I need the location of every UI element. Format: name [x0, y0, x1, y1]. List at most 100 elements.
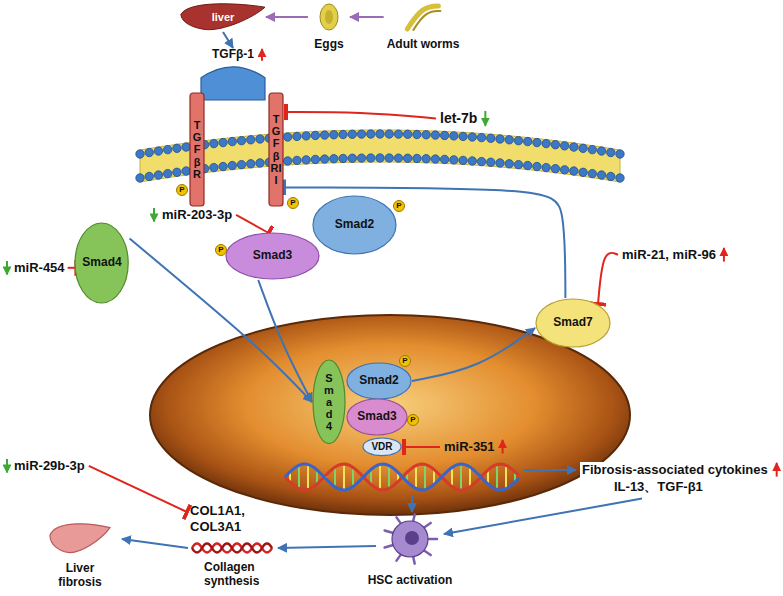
lipid-head	[597, 171, 605, 179]
lipid-head	[357, 130, 365, 138]
dna-rung	[307, 464, 309, 489]
collagen-strand	[192, 544, 272, 553]
inhibition-line	[236, 215, 269, 233]
lipid-head	[357, 154, 365, 162]
gene-label: let-7b	[440, 110, 477, 127]
smad-protein: Smad4	[312, 359, 346, 445]
down-regulated-arrow	[6, 261, 8, 275]
lipid-head	[348, 154, 356, 162]
lipid-head	[579, 144, 587, 152]
lipid-head	[182, 167, 190, 175]
gene-label: miR-454	[14, 260, 65, 276]
lipid-head	[367, 154, 375, 162]
egg-inner	[325, 10, 333, 24]
node-label: liver	[212, 11, 235, 24]
lipid-head	[302, 156, 310, 164]
lipid-head	[320, 155, 328, 163]
lipid-head	[570, 167, 578, 175]
lipid-head	[330, 155, 338, 163]
receptor-protein: VDR	[362, 437, 402, 457]
pathway-arrows	[7, 49, 777, 548]
lipid-head	[431, 131, 439, 139]
pathway-connector	[266, 16, 308, 18]
lipid-head	[505, 136, 513, 144]
lipid-head	[431, 155, 439, 163]
lipid-head	[394, 154, 402, 162]
dna-helix	[285, 464, 519, 490]
liver-organ: liver	[180, 2, 266, 32]
process-arrow	[524, 469, 576, 471]
lipid-head	[477, 157, 485, 165]
lipid-head	[533, 162, 541, 170]
lipid-head	[514, 136, 522, 144]
smad-protein: Smad4	[74, 222, 129, 304]
lipid-head	[403, 154, 411, 162]
node-label: TGFβ-1	[212, 48, 254, 62]
lipid-head	[339, 130, 347, 138]
phospho-mark: P	[407, 414, 419, 426]
lipid-head	[394, 130, 402, 138]
up-regulated-arrow	[502, 440, 504, 454]
lipid-head	[496, 135, 504, 143]
pathway-connector	[284, 187, 565, 298]
lipid-head	[210, 139, 218, 147]
lipid-head	[514, 160, 522, 168]
gene-label: miR-351	[444, 439, 495, 455]
lipid-head	[154, 171, 162, 179]
smad-protein: Smad3	[346, 398, 408, 436]
lipid-head	[487, 158, 495, 166]
lipid-head	[542, 163, 550, 171]
shape-ellipse	[347, 399, 407, 435]
lipid-head	[228, 137, 236, 145]
dna-rung	[469, 467, 471, 487]
gene-label: IL-13、TGF-β1	[612, 479, 705, 495]
lipid-head	[523, 161, 531, 169]
dna-rung	[298, 465, 300, 488]
lipid-head	[293, 132, 301, 140]
receptor-bar: TGFβRII	[268, 92, 284, 207]
lipid-head	[551, 164, 559, 172]
lipid-head	[459, 132, 467, 140]
lipid-head	[376, 130, 384, 138]
inhibition-line	[89, 466, 187, 512]
lipid-head	[579, 168, 587, 176]
liver-shape	[181, 4, 265, 30]
phospho-mark: P	[393, 200, 405, 212]
lipid-head	[173, 144, 181, 152]
lipid-head	[311, 155, 319, 163]
shape-ellipse	[536, 299, 610, 347]
node-label: Liver fibrosis	[44, 562, 116, 590]
receptor-bar: TGFβR	[189, 92, 205, 207]
lipid-head	[570, 143, 578, 151]
lipid-head	[376, 154, 384, 162]
smad-protein: Smad2	[312, 195, 397, 255]
process-arrow	[444, 499, 642, 534]
phospho-mark: P	[287, 197, 299, 209]
dna-rung	[388, 466, 390, 489]
worm-icon: Adult worms	[384, 2, 463, 52]
pathway-connector	[223, 32, 233, 48]
pathway-connector	[412, 328, 535, 381]
up-regulated-arrow	[261, 49, 263, 61]
lipid-head	[588, 145, 596, 153]
lipid-head	[468, 157, 476, 165]
egg-shape	[320, 4, 338, 30]
smad-protein: Smad2	[346, 362, 412, 400]
liver-shape	[50, 524, 110, 553]
egg-icon: Eggs	[308, 2, 350, 52]
shape-ellipse	[313, 360, 345, 444]
lipid-head	[616, 174, 624, 182]
lipid-head	[154, 147, 162, 155]
node-label: Smad7	[553, 316, 592, 330]
inhibition-line	[404, 446, 440, 448]
lipid-head	[219, 138, 227, 146]
shape-ellipse	[363, 438, 401, 456]
cell-body	[392, 521, 428, 557]
lipid-head	[450, 132, 458, 140]
lipid-head	[237, 160, 245, 168]
down-regulated-arrow	[153, 208, 155, 222]
lipid-head	[247, 160, 255, 168]
node-label: Smad3	[253, 249, 292, 263]
